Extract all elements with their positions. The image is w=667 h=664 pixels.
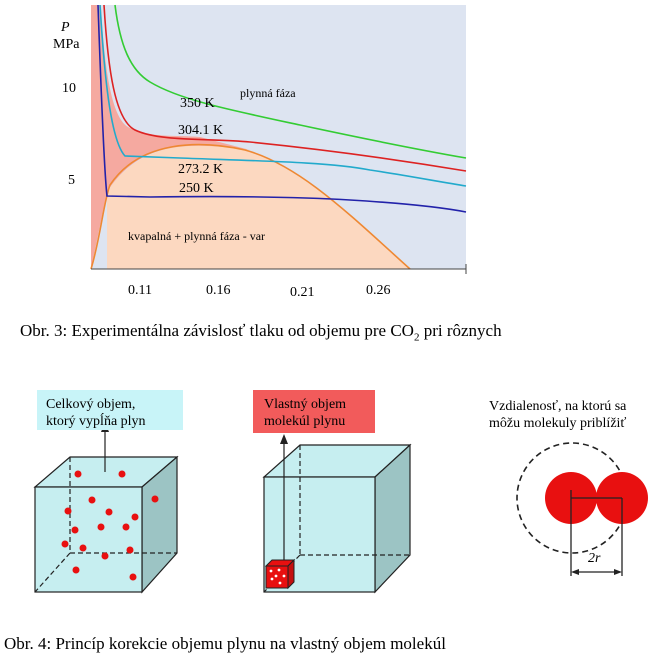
series-label: 350 K [180,96,215,111]
cube1-front [34,486,143,593]
pv-chart [90,4,467,274]
two-phase-label: kvapalná + plynná fáza - var [128,229,266,243]
figure4-caption: Obr. 4: Princíp korekcie objemu plynu na… [4,634,446,653]
gas-phase-label: plynná fáza [240,86,296,100]
total-volume-box [37,390,183,430]
series-label: 273.2 K [178,162,224,177]
two-phase-region [107,144,410,269]
total-volume-line2: ktorý vypĺňa plyn [46,414,146,429]
x-tick-label: 0.16 [206,283,231,298]
molecules [61,470,159,581]
y-tick-label: 10 [62,81,76,96]
total-volume-line1: Celkový objem, [46,397,136,412]
x-tick-label: 0.21 [290,285,315,300]
own-volume-line2: molekúl plynu [264,414,346,429]
y-axis-unit: MPa [53,37,80,52]
isotherm-304 [103,4,467,172]
distance-line2: môžu molekuly priblížiť [489,416,627,431]
distance-line1: Vzdialenosť, na ktorú sa [489,399,627,414]
series-label: 250 K [179,181,214,196]
coexistence-curve [90,143,411,270]
caption-text: pri rôznych [419,321,502,340]
figure3-caption: Obr. 3: Experimentálna závislosť tlaku o… [20,321,502,343]
volume-correction-figure [33,422,648,594]
own-volume-box [253,390,375,433]
isotherm-250 [97,4,467,213]
own-volume-line1: Vlastný objem [264,397,347,412]
liquid-region [91,5,250,269]
x-tick-label: 0.26 [366,283,391,298]
radius-label: 2r [588,551,601,566]
isotherm-273 [99,4,467,187]
y-tick-label: 5 [68,173,75,188]
series-label: 304.1 K [178,123,224,138]
caption-subscript: 2 [413,331,420,344]
caption-text: Obr. 3: Experimentálna závislosť tlaku o… [20,321,414,340]
y-axis-symbol: P [61,20,70,35]
x-tick-label: 0.11 [128,283,152,298]
isotherm-350 [114,4,467,159]
